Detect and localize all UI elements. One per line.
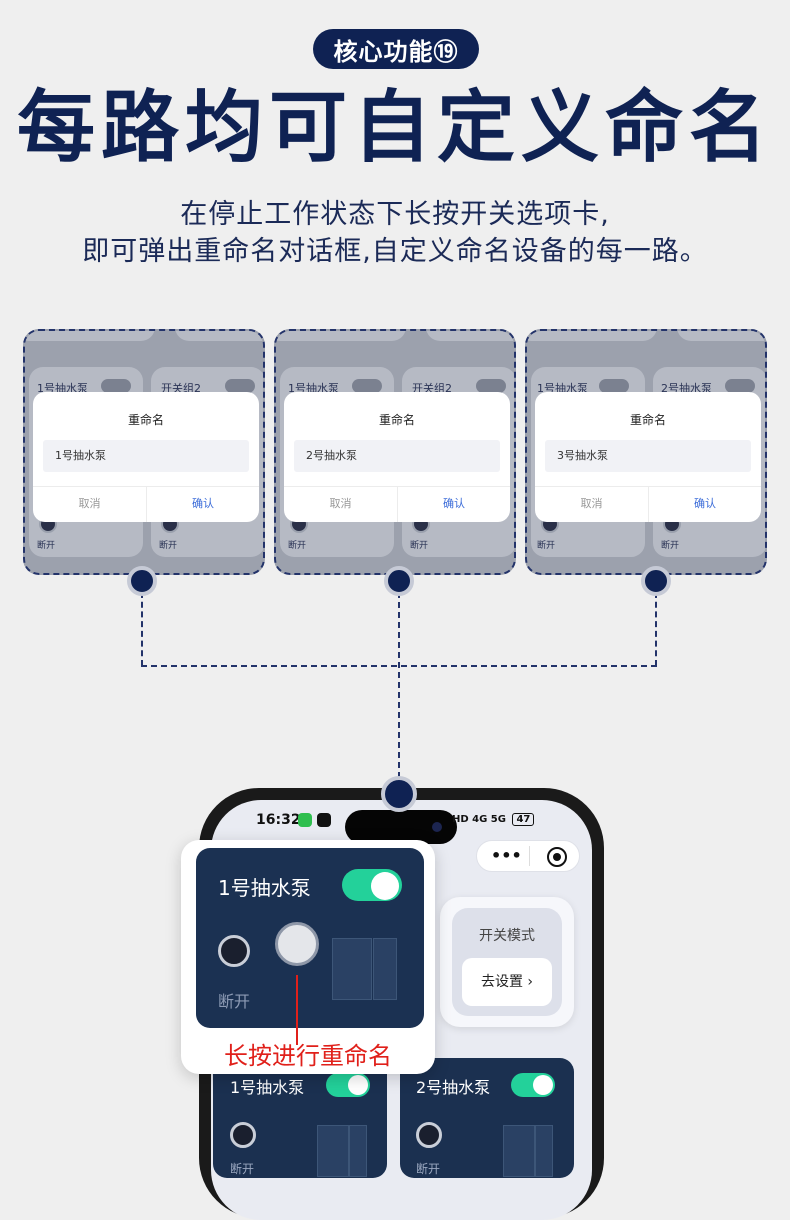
network-icon: HD 4G 5G bbox=[452, 814, 506, 825]
switch-panel-icon bbox=[332, 938, 372, 1000]
rename-dialog: 重命名 3号抽水泵 取消 确认 bbox=[535, 392, 761, 522]
feature-badge: 核心功能⑲ bbox=[313, 29, 479, 69]
bg-tile-label-right: 开关组2 bbox=[161, 382, 201, 395]
subtitle-line-2: 即可弹出重命名对话框,自定义命名设备的每一路。 bbox=[82, 236, 708, 267]
power-icon bbox=[218, 935, 250, 967]
bg-status: 断开 bbox=[159, 541, 178, 551]
go-settings-button[interactable]: 去设置 › bbox=[462, 958, 552, 1006]
rename-input[interactable]: 1号抽水泵 bbox=[43, 440, 249, 472]
dialog-title: 重命名 bbox=[127, 413, 164, 427]
bg-status: 断开 bbox=[410, 541, 429, 551]
bg-status: 断开 bbox=[37, 541, 56, 551]
rename-dialog: 重命名 2号抽水泵 取消 确认 bbox=[284, 392, 510, 522]
subtitle-line-1: 在停止工作状态下长按开关选项卡, bbox=[180, 199, 610, 230]
bg-status: 断开 bbox=[537, 541, 556, 551]
rename-dialog-card-2: 1号抽水泵 开关组2 断开 断开 重命名 2号抽水泵 取消 确认 bbox=[274, 329, 516, 575]
battery-icon: 47 bbox=[512, 813, 535, 826]
confirm-button[interactable]: 确认 bbox=[192, 497, 214, 510]
annotation-pointer bbox=[296, 975, 298, 1045]
app-notification-icon bbox=[317, 813, 331, 827]
connector-line bbox=[141, 592, 143, 666]
bg-tile-label-left: 1号抽水泵 bbox=[537, 382, 588, 395]
rename-dialog-card-1: 1号抽水泵 开关组2 断开 断开 重命名 1号抽水泵 取消 确认 bbox=[23, 329, 265, 575]
bg-tile-label-left: 1号抽水泵 bbox=[37, 382, 88, 395]
dialog-title: 重命名 bbox=[378, 413, 415, 427]
tile-status: 断开 bbox=[218, 992, 251, 1011]
switch-mode-title: 开关模式 bbox=[479, 928, 535, 944]
confirm-button[interactable]: 确认 bbox=[694, 497, 716, 510]
page-title: 每路均可自定义命名 bbox=[16, 83, 773, 173]
cancel-button[interactable]: 取消 bbox=[329, 497, 352, 510]
rename-input[interactable]: 3号抽水泵 bbox=[545, 440, 751, 472]
cancel-button[interactable]: 取消 bbox=[78, 497, 101, 510]
connector-line bbox=[655, 592, 657, 666]
power-icon bbox=[230, 1122, 256, 1148]
bg-tile-label-right: 开关组2 bbox=[412, 382, 452, 395]
connector-node bbox=[381, 776, 417, 812]
bg-tile-label-right: 2号抽水泵 bbox=[661, 382, 712, 395]
dialog-title: 重命名 bbox=[629, 413, 666, 427]
bg-status: 断开 bbox=[661, 541, 680, 551]
cancel-button[interactable]: 取消 bbox=[580, 497, 603, 510]
switch-panel-icon bbox=[503, 1125, 535, 1177]
target-close-icon[interactable] bbox=[547, 847, 567, 867]
tile-name: 1号抽水泵 bbox=[230, 1078, 305, 1097]
bg-status: 断开 bbox=[288, 541, 307, 551]
connector-node bbox=[641, 566, 671, 596]
tile-status: 断开 bbox=[230, 1162, 255, 1176]
bg-tile-label-left: 1号抽水泵 bbox=[288, 382, 339, 395]
tile-name: 2号抽水泵 bbox=[416, 1078, 491, 1097]
connector-line bbox=[141, 665, 657, 667]
tile-status: 断开 bbox=[416, 1162, 441, 1176]
rename-input[interactable]: 2号抽水泵 bbox=[294, 440, 500, 472]
status-time: 16:32 bbox=[256, 812, 301, 828]
camera-icon bbox=[432, 822, 442, 832]
more-dots-icon[interactable]: ••• bbox=[491, 846, 522, 865]
long-press-annotation: 长按进行重命名 bbox=[224, 1042, 392, 1070]
rename-dialog-card-3: 1号抽水泵 2号抽水泵 断开 断开 重命名 3号抽水泵 取消 确认 bbox=[525, 329, 767, 575]
tile-name: 1号抽水泵 bbox=[218, 876, 311, 900]
connector-node bbox=[384, 566, 414, 596]
status-indicators: HD 4G 5G 47 bbox=[452, 813, 535, 826]
power-icon bbox=[416, 1122, 442, 1148]
long-press-indicator-icon[interactable] bbox=[275, 922, 319, 966]
connector-node bbox=[127, 566, 157, 596]
confirm-button[interactable]: 确认 bbox=[443, 497, 465, 510]
phone-app-icon bbox=[298, 813, 312, 827]
mini-program-capsule: ••• bbox=[476, 840, 580, 872]
rename-dialog: 重命名 1号抽水泵 取消 确认 bbox=[33, 392, 259, 522]
connector-line bbox=[398, 592, 400, 788]
switch-panel-icon bbox=[317, 1125, 349, 1177]
